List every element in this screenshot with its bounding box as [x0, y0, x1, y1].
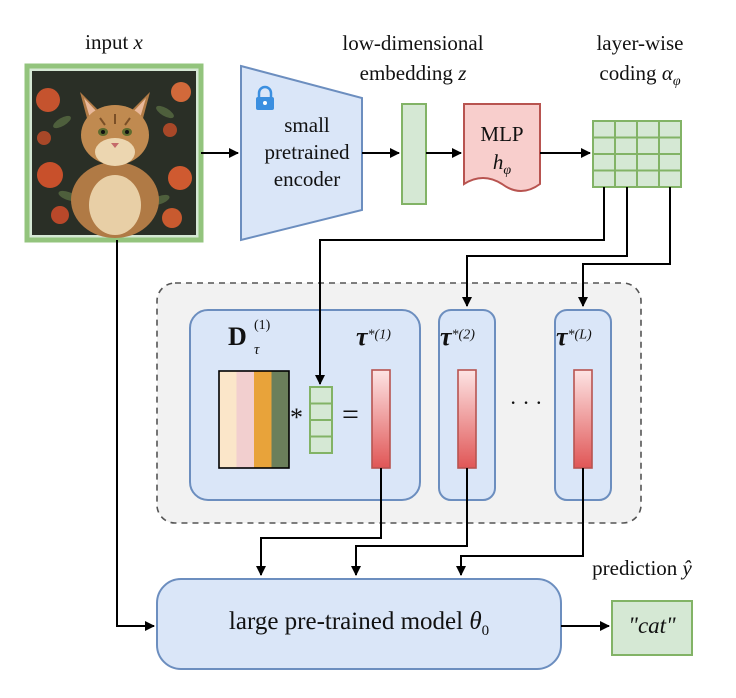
embedding-vector [401, 103, 427, 205]
dictionary-sub: τ [254, 342, 259, 359]
coding-label-line1: layer-wise [596, 31, 684, 55]
task-vector-2-label: τ*(2) [440, 322, 475, 352]
coding-var: α [661, 61, 673, 85]
coding-grid [592, 120, 682, 188]
task-vector-1-symbol: τ [356, 322, 368, 351]
lock-icon [256, 85, 274, 110]
embedding-var: z [458, 61, 467, 85]
task-vector-2 [457, 369, 477, 469]
mlp-var: h [492, 150, 504, 174]
task-vector-1-sup: *(1) [367, 327, 391, 343]
dictionary-matrix [218, 370, 290, 469]
dictionary-label: D [228, 322, 247, 352]
prediction-var: ŷ [682, 556, 692, 580]
input-label-text: input [85, 30, 129, 54]
embedding-label-line2: embedding z [318, 58, 508, 88]
mlp-label: MLP hφ [464, 120, 540, 185]
input-label: input x [40, 30, 188, 55]
encoder-line1: small [284, 113, 330, 137]
coding-label-line2: coding αφ [570, 58, 710, 97]
task-vector-1-label: τ*(1) [356, 322, 391, 352]
embedding-label-text: embedding [359, 61, 453, 85]
large-model-box [156, 578, 562, 670]
large-model-label: large pre-trained model θ0 [157, 608, 561, 640]
large-model-sub: 0 [481, 623, 490, 639]
dictionary-sup-text: (1) [254, 318, 271, 333]
task-vector-L [573, 369, 593, 469]
output-value: "cat" [628, 613, 676, 638]
large-model-var: θ [469, 608, 482, 635]
prediction-label: prediction ŷ [572, 556, 712, 581]
dictionary-sub-text: τ [254, 342, 260, 358]
encoder-label: small pretrained encoder [256, 112, 358, 193]
coefficient-vector [309, 386, 333, 454]
encoder-line3: encoder [273, 167, 341, 191]
ellipsis: · · · [502, 390, 550, 416]
input-image [24, 63, 204, 243]
equals-symbol: = [342, 398, 359, 432]
mlp-sub: φ [503, 163, 512, 179]
mlp-title: MLP [480, 122, 524, 146]
output-box [611, 600, 693, 656]
task-vector-2-symbol: τ [440, 322, 452, 351]
embedding-label-line1: low-dimensional [342, 31, 484, 55]
task-vector-L-symbol: τ [556, 322, 568, 351]
prediction-label-text: prediction [592, 556, 678, 580]
mlp-var-line: hφ [464, 148, 540, 185]
coding-sub: φ [672, 74, 681, 90]
task-vector-L-sup: *(L) [567, 327, 592, 343]
mlp-shape [463, 103, 541, 192]
embedding-label: low-dimensional embedding z [318, 28, 508, 88]
equals-symbol-text: = [342, 398, 359, 431]
input-var: x [133, 30, 143, 54]
dictionary-sup: (1) [254, 318, 270, 334]
output-label: "cat" [612, 613, 692, 639]
task-vector-1 [371, 369, 391, 469]
coding-label: layer-wise coding αφ [570, 28, 710, 97]
task-vector-L-label: τ*(L) [556, 322, 592, 352]
multiply-symbol-text: * [290, 403, 303, 432]
ellipsis-text: · · · [509, 390, 543, 415]
task-vector-2-sup: *(2) [451, 327, 475, 343]
multiply-symbol: * [290, 403, 303, 433]
dictionary-symbol: D [228, 322, 247, 351]
coding-label-text: coding [599, 61, 657, 85]
encoder-line2: pretrained [264, 140, 350, 164]
large-model-label-text: large pre-trained model [228, 608, 464, 635]
